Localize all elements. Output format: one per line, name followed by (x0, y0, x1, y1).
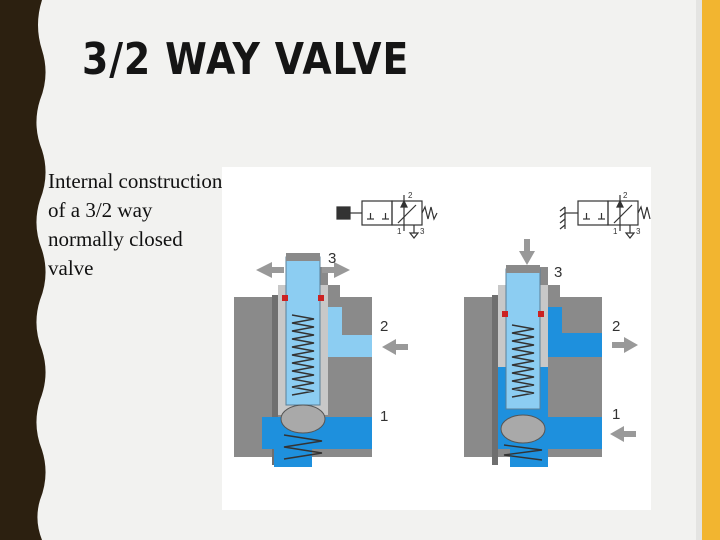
slide-caption: Internal construction of a 3/2 way norma… (48, 169, 223, 280)
left-symbol-label-2: 2 (408, 191, 413, 200)
right-valve: 2 1 3 3 2 1 (464, 191, 651, 467)
left-port-2-label: 2 (380, 318, 388, 335)
right-port-1-arrow (610, 426, 636, 442)
right-symbol-label-3: 3 (636, 227, 641, 236)
left-valve-symbol (336, 195, 438, 239)
left-symbol-label-1: 1 (397, 227, 402, 236)
left-valve: 2 1 3 3 2 1 (234, 191, 438, 467)
right-port-2-arrow (612, 337, 638, 353)
left-port-2-arrow (382, 339, 408, 355)
left-spring (291, 314, 315, 396)
left-symbol-label-3: 3 (420, 227, 425, 236)
right-port-3-label: 3 (554, 264, 562, 281)
right-spring (511, 324, 535, 398)
left-plunger (285, 256, 321, 406)
left-port-3-label: 3 (328, 250, 336, 267)
right-actuation-arrow (519, 239, 535, 265)
left-exhaust-arrow-right (322, 262, 350, 278)
wavy-left-border (0, 0, 46, 540)
left-port-1-label: 1 (380, 408, 388, 425)
slide-title: 3/2 WAY VALVE (82, 34, 410, 85)
left-port-2-channel (340, 335, 372, 357)
right-port-2-label: 2 (612, 318, 620, 335)
valve-diagram: 2 1 3 3 2 1 (222, 167, 651, 510)
right-poppet (500, 414, 546, 444)
right-valve-symbol (559, 195, 651, 239)
left-poppet (280, 404, 326, 434)
right-port-1-label: 1 (612, 406, 620, 423)
left-exhaust-arrow-left (256, 262, 284, 278)
right-symbol-label-1: 1 (613, 227, 618, 236)
right-accent-border (696, 0, 720, 540)
right-symbol-label-2: 2 (623, 191, 628, 200)
